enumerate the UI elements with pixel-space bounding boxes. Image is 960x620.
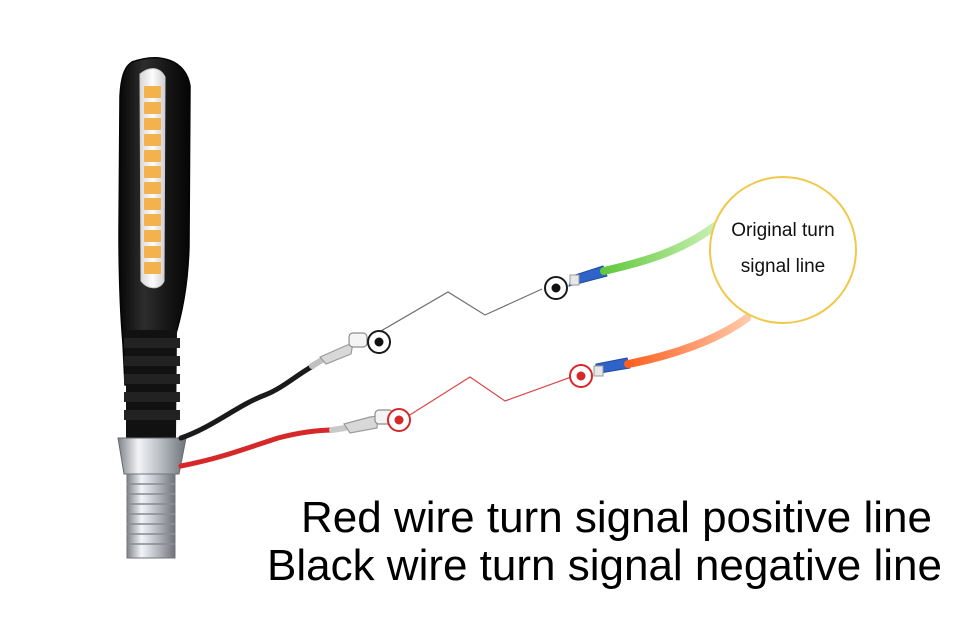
led-column [144, 86, 161, 274]
callout-label-line-1: Original turn [731, 220, 835, 241]
positive-connection-point [387, 364, 593, 432]
positive-zigzag-link [404, 375, 575, 419]
original-negative-wire [568, 222, 719, 287]
caption-line-1: Red wire turn signal positive line [301, 493, 932, 542]
negative-connection-point [367, 276, 568, 354]
original-positive-wire [593, 314, 751, 377]
black-wire [178, 332, 368, 441]
callout-label-line-2: signal line [740, 256, 826, 277]
red-wire [178, 409, 394, 469]
turn-signal-lamp [118, 57, 191, 438]
original-turn-signal-callout [709, 176, 857, 324]
mounting-bolt [117, 437, 187, 559]
caption-line-2: Black wire turn signal negative line [266, 541, 942, 590]
negative-zigzag-link [380, 288, 543, 332]
